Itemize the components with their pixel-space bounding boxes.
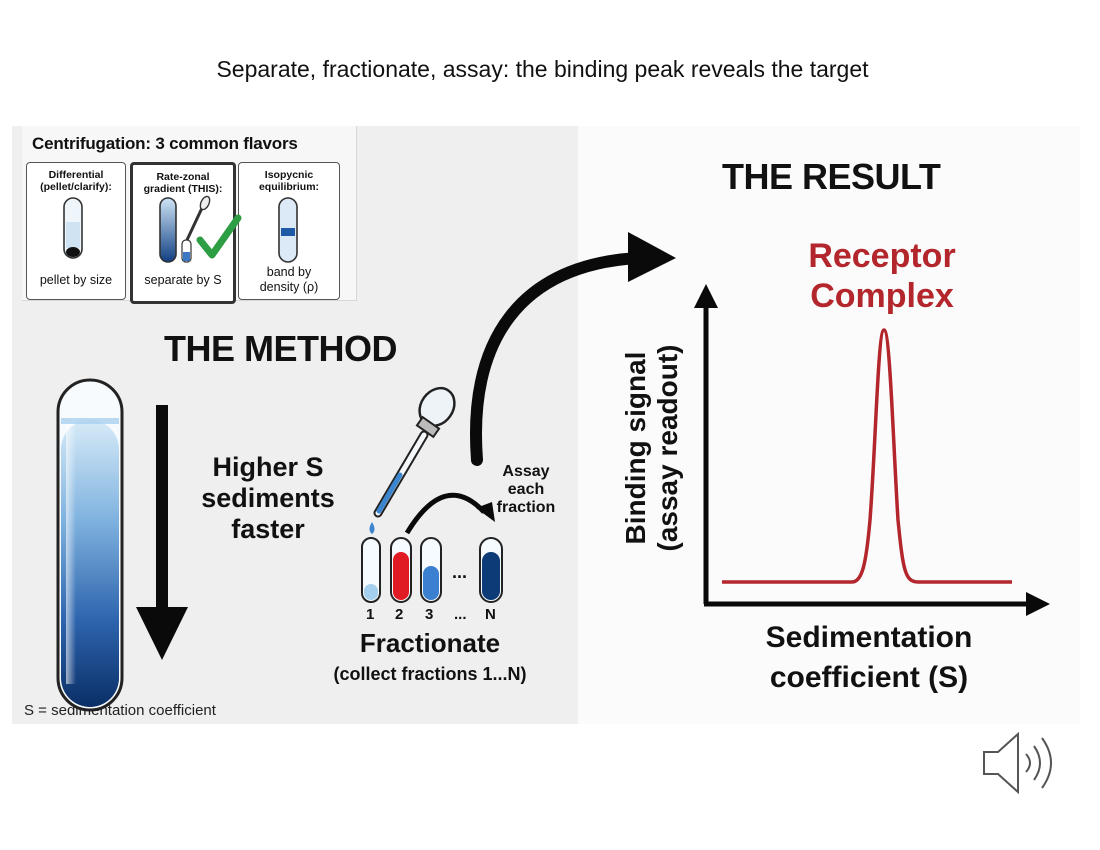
fraction-number: 3 (425, 606, 434, 623)
fractionate-label: Fractionate (359, 628, 501, 658)
gradient-tube-icon (56, 378, 124, 712)
checkmark-icon (196, 214, 242, 259)
flavor-caption: pellet by size (39, 273, 113, 287)
rate-zonal-tube-icon (159, 197, 192, 263)
speaker-icon[interactable] (983, 731, 1052, 795)
differential-tube-icon (63, 197, 83, 259)
fraction-tube-3 (420, 537, 442, 603)
flavor-heading: Isopycnic equilibrium: (258, 169, 320, 193)
result-axes (694, 284, 1050, 616)
flavor-heading: Differential (pellet/clarify): (40, 169, 112, 193)
to-result-arrow-icon (470, 232, 676, 466)
flavor-card-differential: Differential (pellet/clarify): pellet by… (26, 162, 126, 300)
x-axis-label: Sedimentation coefficient (S) (765, 621, 973, 694)
method-heading: THE METHOD (164, 328, 398, 369)
assay-arrow-icon (404, 492, 495, 535)
slide-title: Separate, fractionate, assay: the bindin… (216, 56, 869, 82)
fraction-tube-n (479, 537, 503, 603)
sediment-direction-label: Higher S sediments faster (201, 452, 335, 544)
fraction-tube-2 (390, 537, 412, 603)
centrifugation-title: Centrifugation: 3 common flavors (32, 134, 298, 153)
fraction-number: ... (454, 606, 467, 623)
fraction-number: 1 (366, 606, 375, 623)
result-panel (578, 126, 1080, 724)
flavor-card-rate-zonal: Rate-zonal gradient (THIS): separate by … (130, 162, 236, 304)
flavor-caption: band by density (ρ) (259, 265, 319, 294)
flavor-heading: Rate-zonal gradient (THIS): (143, 171, 223, 195)
dropper-icon (369, 386, 456, 534)
fractionate-sublabel: (collect fractions 1...N) (333, 664, 527, 684)
peak-label: Receptor Complex (808, 237, 956, 315)
assay-label: Assay each fraction (496, 463, 556, 516)
isopycnic-tube-icon (278, 197, 298, 263)
result-heading: THE RESULT (722, 156, 941, 197)
flavor-card-isopycnic: Isopycnic equilibrium: band by density (… (238, 162, 340, 300)
binding-peak-curve (722, 328, 1012, 584)
fraction-number: N (485, 606, 496, 623)
fraction-number: 2 (395, 606, 404, 623)
fraction-tube-1 (361, 537, 381, 603)
pipette-icon (185, 195, 211, 241)
fraction-ellipsis: ... (452, 562, 467, 582)
flavor-caption: separate by S (144, 273, 222, 287)
sediment-arrow-icon (136, 405, 188, 660)
